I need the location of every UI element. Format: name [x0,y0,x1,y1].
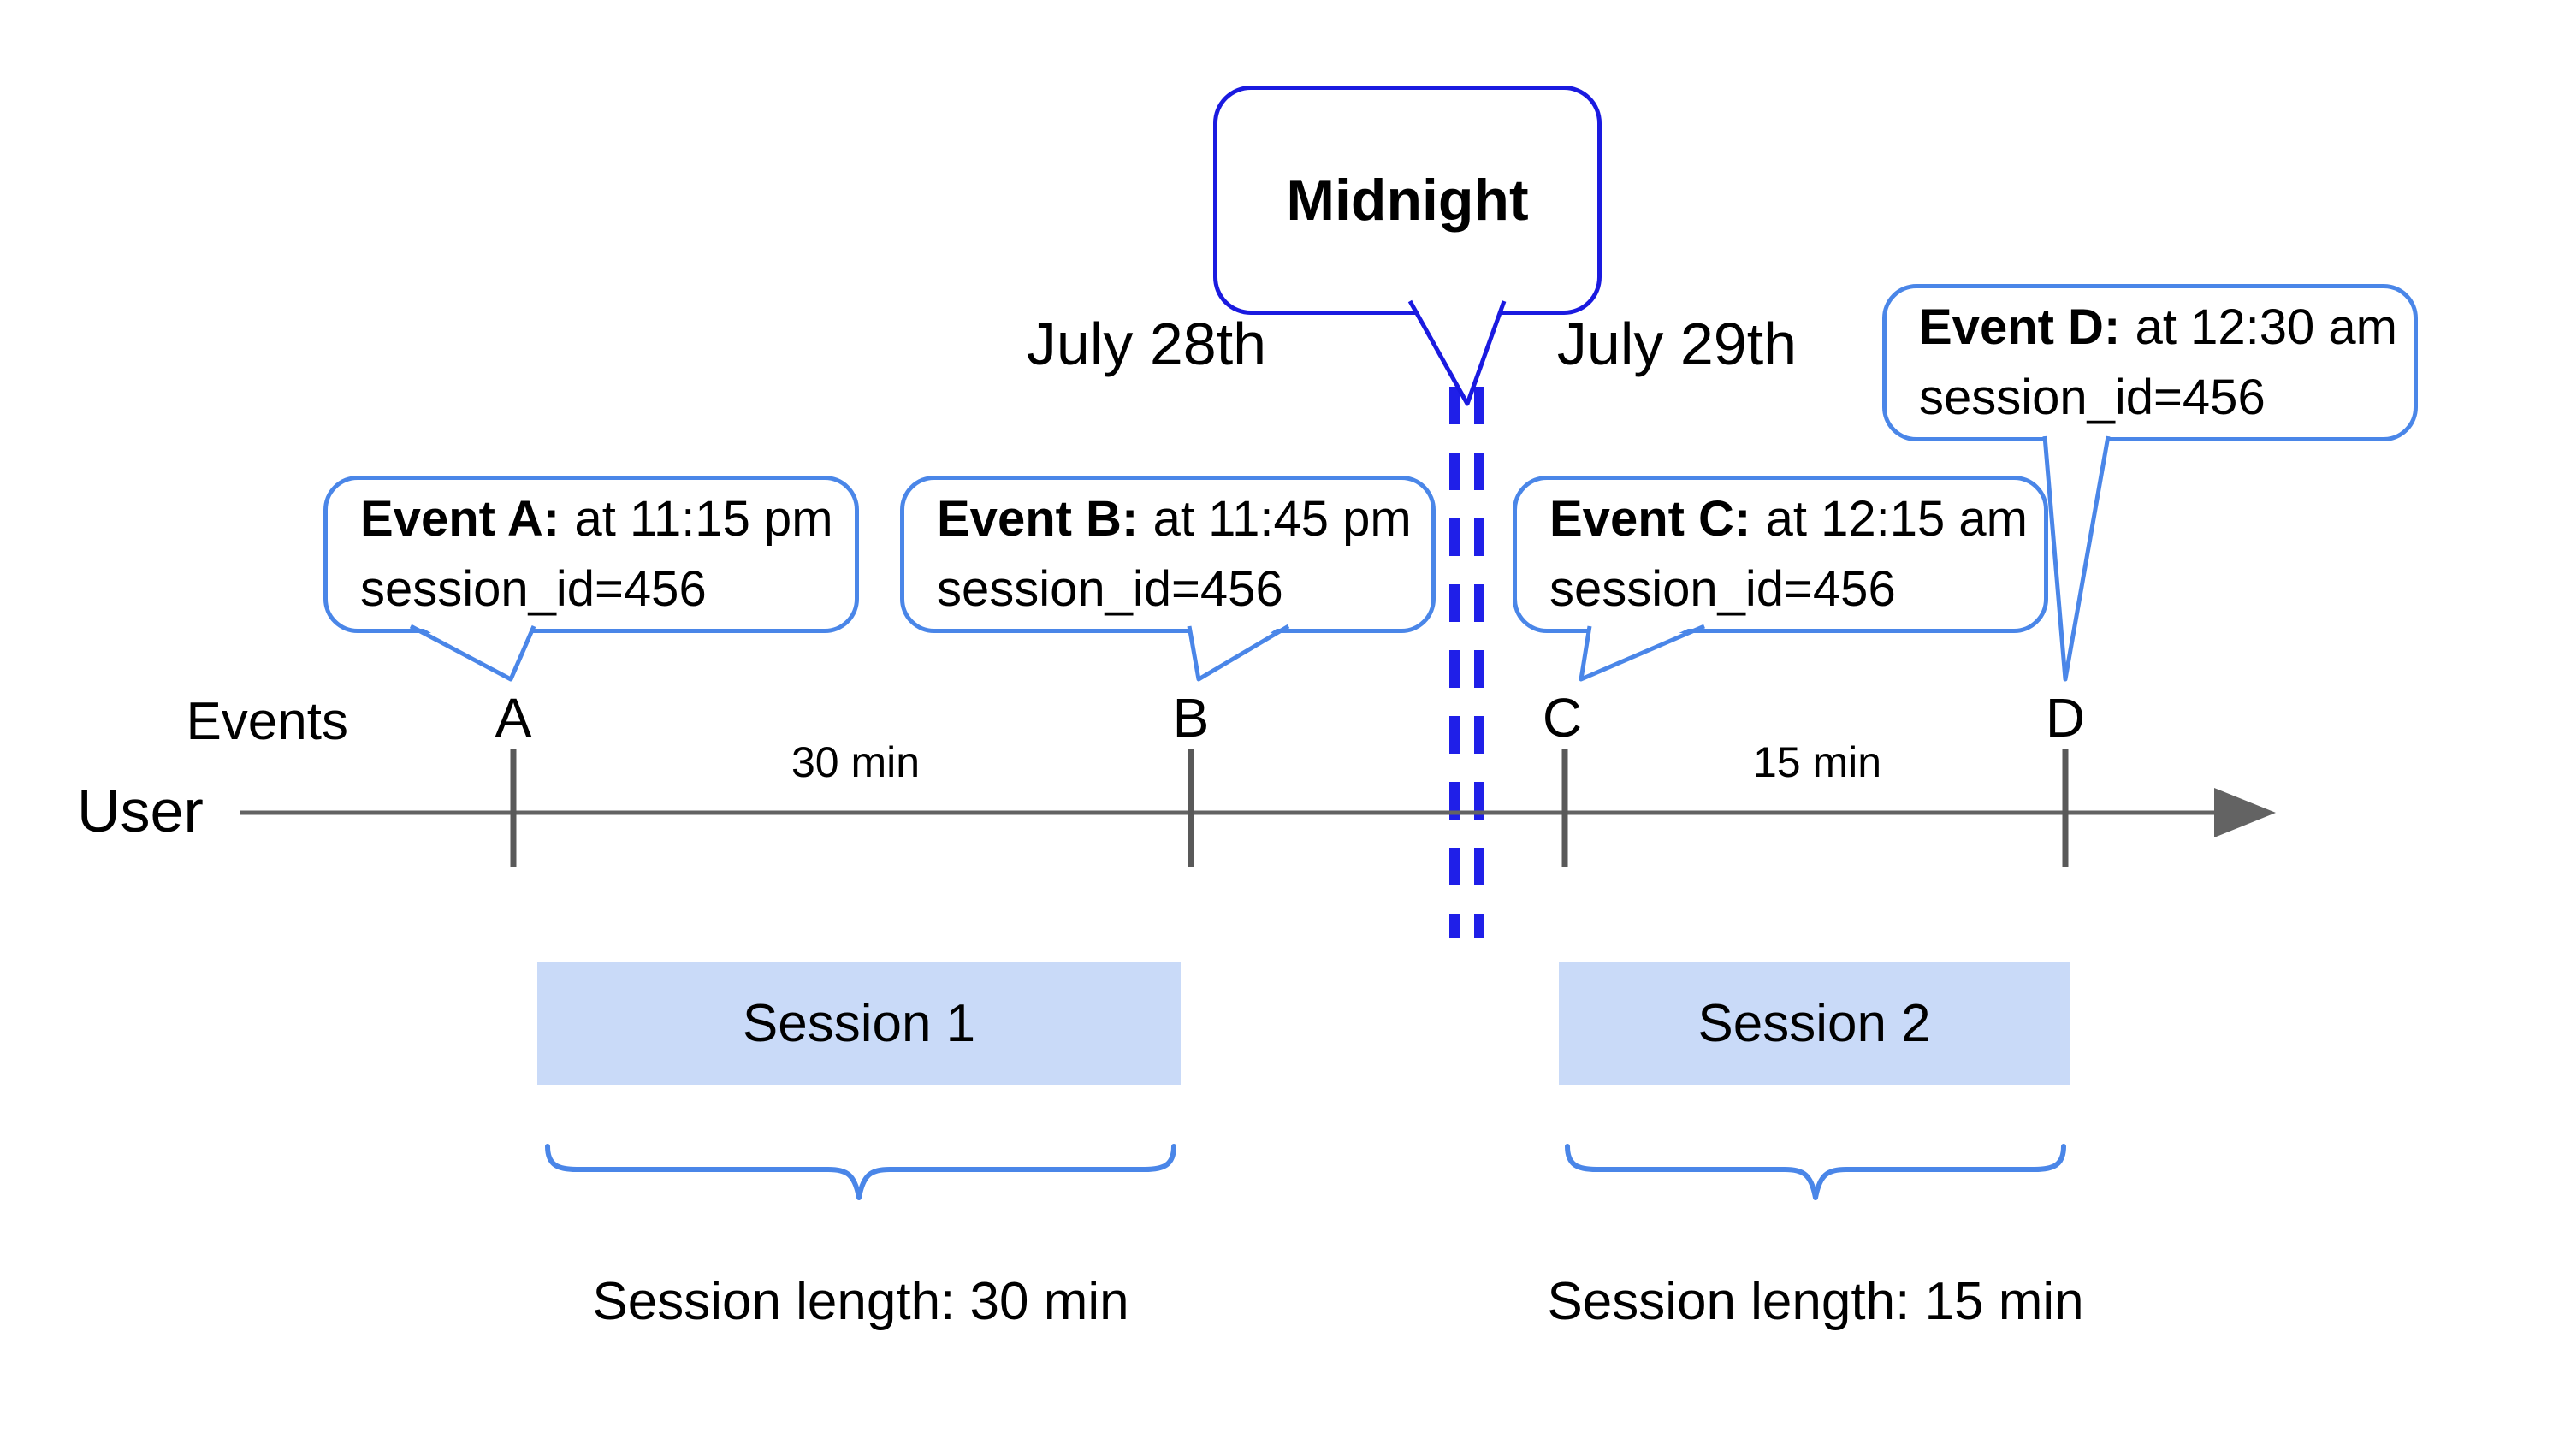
event-a-title: Event A: [360,490,560,547]
midnight-label: Midnight [1286,168,1529,233]
session-2-label: Session 2 [1697,993,1931,1053]
event-b-time: at 11:45 pm [1152,490,1412,547]
event-c-session-id: session_id=456 [1549,561,1896,617]
interval-label-15min: 15 min [1752,738,1882,786]
event-b-bubble-tail [1187,621,1290,682]
midnight-callout-bubble: Midnight [1213,86,1602,315]
events-axis-label: Events [186,692,348,751]
session-2-box: Session 2 [1559,962,2070,1085]
event-c-callout-bubble: Event C:at 12:15 am session_id=456 [1513,476,2048,633]
session-1-label: Session 1 [742,993,976,1053]
session-1-box: Session 1 [537,962,1181,1085]
session-1-length-caption: Session length: 30 min [592,1272,1129,1331]
event-a-time: at 11:15 pm [574,490,833,547]
event-letter-d: D [2045,687,2086,749]
event-d-line1: Event D:at 12:30 am [1919,293,2414,363]
event-c-time: at 12:15 am [1765,490,2028,547]
event-d-session-id: session_id=456 [1919,370,2266,425]
event-a-callout-bubble: Event A:at 11:15 pm session_id=456 [323,476,859,633]
event-letter-a: A [495,687,532,749]
event-letter-b: B [1172,687,1210,749]
event-a-bubble-tail [409,621,536,682]
event-b-callout-bubble: Event B:at 11:45 pm session_id=456 [900,476,1436,633]
event-b-title: Event B: [937,490,1139,547]
timeline-arrowhead [2214,788,2276,837]
event-d-title: Event D: [1919,299,2121,355]
event-a-session-id: session_id=456 [360,561,707,617]
session-braces [545,1144,2066,1200]
user-axis-label: User [77,778,204,844]
brace-session-2 [1565,1144,2066,1200]
midnight-bubble-tail [1407,296,1507,406]
event-b-line1: Event B:at 11:45 pm [937,484,1431,554]
interval-label-30min: 30 min [791,738,921,786]
event-d-callout-bubble: Event D:at 12:30 am session_id=456 [1882,284,2418,441]
session-2-length-caption: Session length: 15 min [1547,1272,2084,1331]
event-letter-c: C [1542,687,1583,749]
date-label-july-29: July 29th [1556,311,1798,377]
event-c-line1: Event C:at 12:15 am [1549,484,2044,554]
date-label-july-28: July 28th [1026,311,1267,377]
event-a-line1: Event A:at 11:15 pm [360,484,855,554]
event-b-session-id: session_id=456 [937,561,1283,617]
brace-session-1 [545,1144,1176,1200]
midnight-divider-dashed-lines [1449,387,1484,938]
event-c-title: Event C: [1549,490,1751,547]
event-d-time: at 12:30 am [2135,299,2397,355]
event-ticks [510,749,2069,867]
event-d-bubble-tail [2042,431,2111,682]
event-c-bubble-tail [1579,621,1705,682]
